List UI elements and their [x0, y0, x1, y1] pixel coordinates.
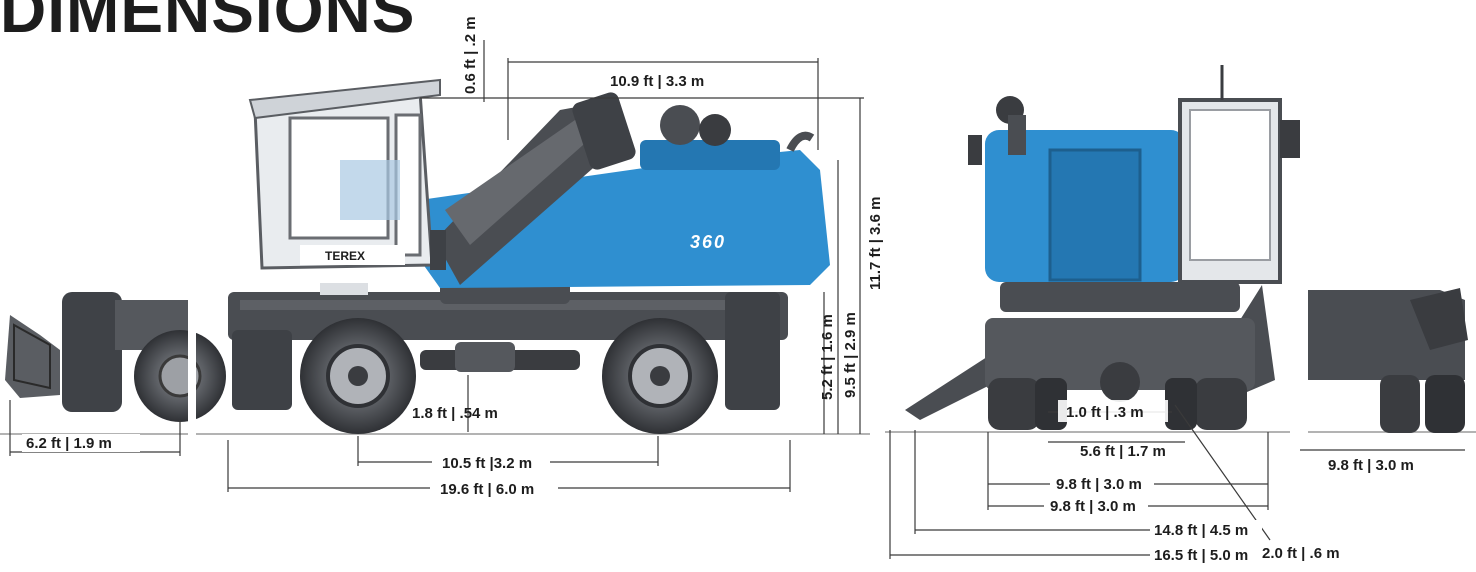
dim-width-tires: 9.8 ft | 3.0 m	[1056, 476, 1142, 493]
dim-rear-width: 9.8 ft | 3.0 m	[1328, 457, 1414, 474]
upper-body	[420, 150, 830, 288]
side-view-machine: 360 TEREX	[228, 78, 830, 434]
dim-axle-clearance: 1.0 ft | .3 m	[1066, 404, 1144, 421]
dim-upper-height: 9.5 ft | 2.9 m	[842, 312, 859, 398]
dim-overall-height: 11.7 ft | 3.6 m	[867, 197, 884, 290]
partial-side-view	[1298, 280, 1468, 440]
dim-counterweight: 10.9 ft | 3.3 m	[610, 73, 704, 90]
dim-width-outer: 9.8 ft | 3.0 m	[1050, 498, 1136, 515]
dim-track-width: 5.6 ft | 1.7 m	[1080, 443, 1166, 460]
dim-outrigger-span-1: 14.8 ft | 4.5 m	[1154, 522, 1248, 539]
dim-wheelbase: 10.5 ft |3.2 m	[442, 455, 532, 472]
rear-wheel	[300, 318, 416, 434]
dim-overall-length: 19.6 ft | 6.0 m	[440, 481, 534, 498]
partial-rear-view	[5, 290, 226, 440]
boom	[430, 92, 636, 285]
dim-cab-rail: 0.6 ft | .2 m	[462, 16, 479, 94]
page-title: DIMENSIONS	[0, 0, 416, 46]
brand-logo: TEREX	[325, 249, 365, 263]
dim-outrigger-reach: 6.2 ft | 1.9 m	[26, 435, 112, 452]
dim-chassis-height: 5.2 ft | 1.6 m	[819, 314, 836, 400]
front-view-machine	[905, 65, 1300, 430]
dim-ground-clearance: 1.8 ft | .54 m	[412, 405, 498, 422]
dim-stabilizer-offset: 2.0 ft | .6 m	[1262, 545, 1340, 562]
dim-outrigger-span-2: 16.5 ft | 5.0 m	[1154, 547, 1248, 564]
model-badge: 360	[690, 232, 726, 252]
front-wheel	[602, 318, 718, 434]
